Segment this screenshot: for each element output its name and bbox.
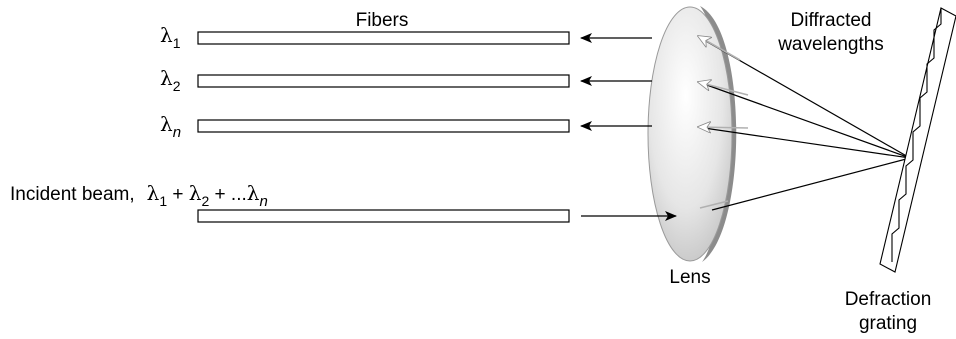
incident-fiber — [197, 209, 570, 223]
fiber-2 — [197, 74, 570, 88]
fiber-1 — [197, 31, 570, 45]
diffracted-label-line2: wavelengths — [777, 34, 884, 55]
grating-label-line2: grating — [859, 313, 917, 334]
lens-label: Lens — [669, 267, 710, 288]
incident-ray — [711, 157, 911, 211]
diffracted-label-line1: Diffracted — [791, 10, 872, 31]
incident-beam-label: Incident beam, λ1 + λ2 + ...λn — [10, 181, 268, 210]
fibers-label: Fibers — [356, 10, 409, 31]
fiber-n — [197, 119, 570, 133]
diffraction-grating — [879, 7, 956, 273]
lens-inner-arrows — [698, 36, 749, 209]
grating-label-line1: Defraction — [845, 289, 932, 310]
wavelength-2-label: λ2 — [160, 66, 181, 94]
wavelength-1-label: λ1 — [160, 23, 181, 51]
wavelength-n-label: λn — [160, 112, 181, 141]
lens — [647, 6, 737, 262]
